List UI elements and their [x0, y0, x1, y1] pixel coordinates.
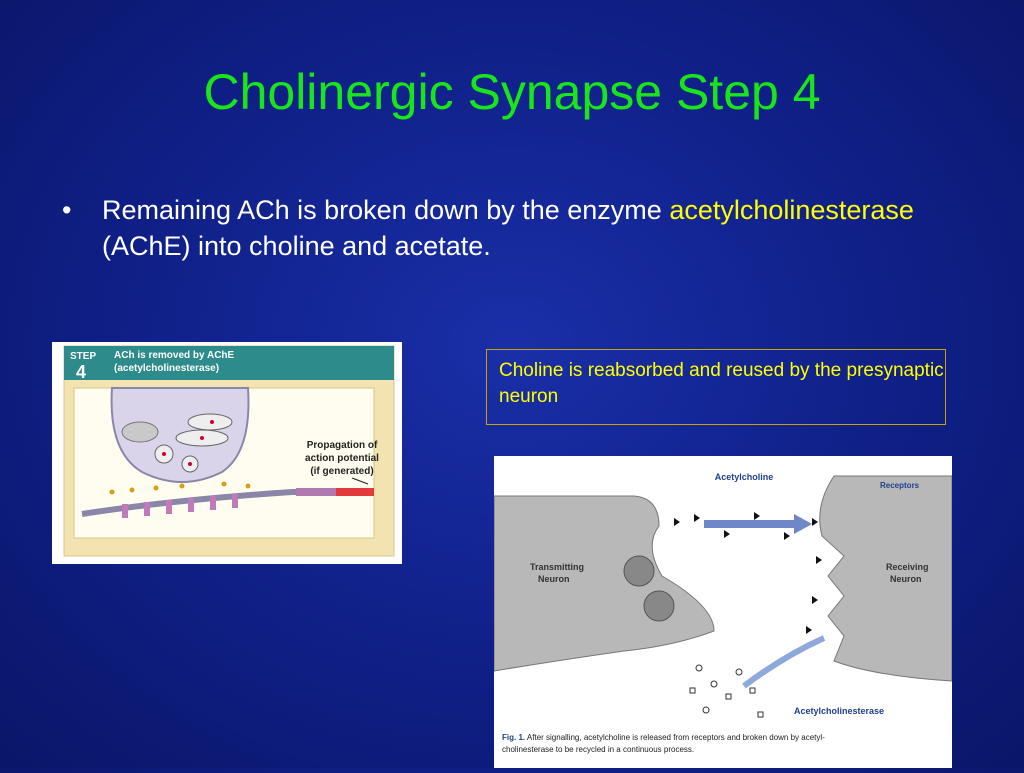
receiving-label-line2: Neuron — [890, 574, 922, 584]
acetylcholine-molecules — [674, 512, 822, 634]
bullet-text-after: (AChE) into choline and acetate. — [102, 231, 491, 261]
enzyme-path — [742, 635, 826, 689]
receptors-label: Receptors — [880, 481, 920, 490]
bullet-text: Remaining ACh is broken down by the enzy… — [102, 192, 962, 264]
bullet-marker: • — [62, 195, 72, 225]
vesicle-icon — [623, 555, 655, 587]
transmitting-neuron — [493, 495, 715, 672]
figure-caption-line2: cholinesterase to be recycled in a conti… — [502, 745, 694, 754]
step-heading-line1: ACh is removed by AChE — [114, 350, 235, 361]
choline-acetate-dots — [689, 664, 764, 718]
caption-text-1: After signalling, acetylcholine is relea… — [525, 733, 825, 742]
slide-title: Cholinergic Synapse Step 4 — [203, 64, 821, 120]
annotation-line3: (if generated) — [310, 466, 373, 477]
transmitting-label-line1: Transmitting — [530, 562, 584, 572]
mitochondrion-icon — [121, 421, 159, 443]
acetylcholine-label: Acetylcholine — [715, 472, 774, 482]
step-number: 4 — [76, 362, 86, 382]
postsynaptic-membrane — [81, 489, 374, 517]
receiving-neuron — [819, 475, 953, 682]
ache-diagram: Transmitting Neuron Receiving Neuron Rec… — [493, 472, 953, 754]
receptor-row — [122, 494, 238, 518]
action-potential-bar — [296, 488, 336, 496]
step4-figure: STEP 4 ACh is removed by AChE (acetylcho… — [52, 342, 402, 564]
bullet-text-before: Remaining ACh is broken down by the enzy… — [102, 195, 670, 225]
receiving-label-line1: Receiving — [886, 562, 929, 572]
callout-box: Choline is reabsorbed and reused by the … — [486, 349, 946, 425]
annotation-arrow-icon — [351, 477, 369, 485]
caption-fig-number: Fig. 1. — [502, 733, 525, 742]
enzyme-label: Acetylcholinesterase — [794, 706, 884, 716]
step4-diagram: STEP 4 ACh is removed by AChE (acetylcho… — [63, 345, 395, 557]
acetate-dots — [109, 481, 251, 495]
step-label: STEP — [70, 351, 96, 362]
annotation-line2: action potential — [305, 453, 379, 464]
transmitting-label-line2: Neuron — [538, 574, 570, 584]
annotation-line1: Propagation of — [307, 440, 378, 451]
step-heading-line2: (acetylcholinesterase) — [114, 363, 219, 374]
figure-caption-line1: Fig. 1. After signalling, acetylcholine … — [502, 733, 825, 742]
ache-figure: Transmitting Neuron Receiving Neuron Rec… — [493, 456, 953, 768]
enzyme-highlight: acetylcholinesterase — [669, 195, 914, 225]
